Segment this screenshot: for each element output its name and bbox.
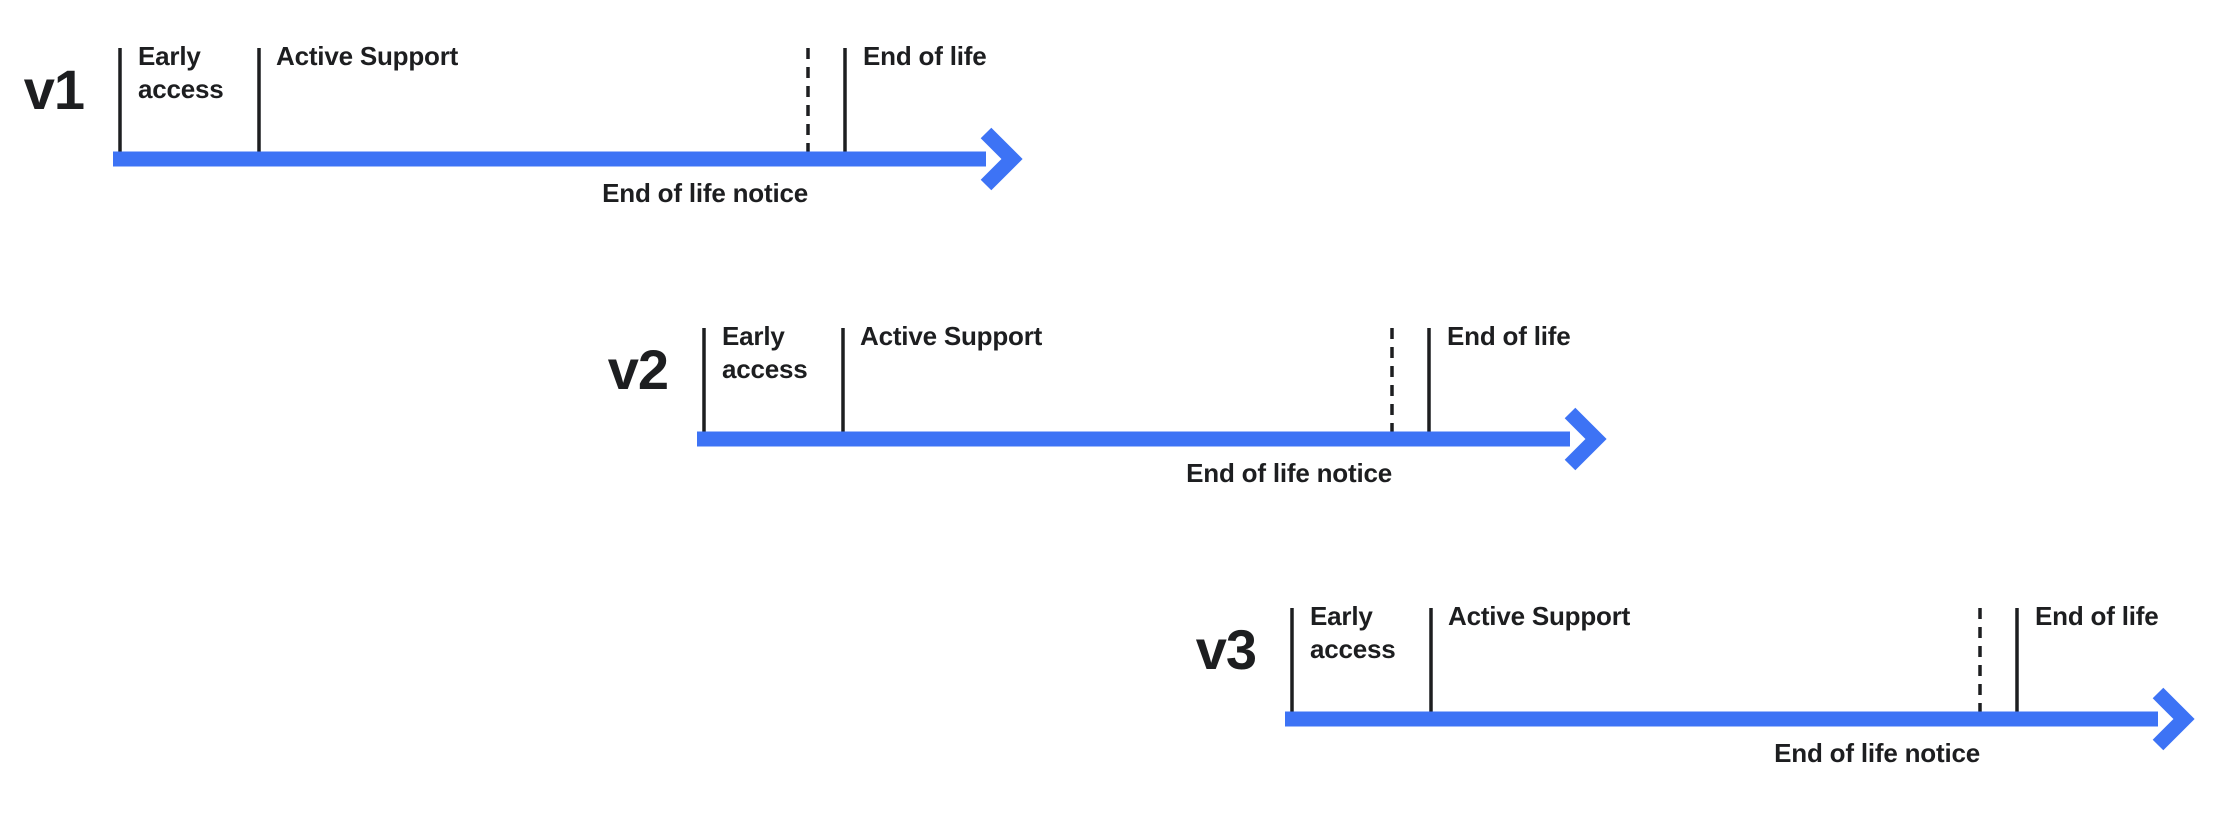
timeline-graphic-v1 <box>113 48 1023 191</box>
timeline-arrowhead-icon <box>2152 687 2195 751</box>
active-support-label: Active Support <box>860 321 1043 351</box>
timeline-arrowhead-icon <box>1564 407 1607 471</box>
early-access-label: Early access <box>138 41 224 104</box>
timeline-row-v1: v1 Early access Active Support End of li… <box>24 41 1078 278</box>
end-of-life-notice-label: End of life notice <box>1186 458 1392 488</box>
version-label-v3: v3 <box>1195 618 1257 681</box>
early-access-label: Early access <box>722 321 808 384</box>
timeline-arrowhead-icon <box>980 127 1023 191</box>
version-label-v1: v1 <box>23 58 85 121</box>
early-access-label: Early access <box>1310 601 1396 664</box>
timeline-graphic-v2 <box>697 328 1607 471</box>
end-of-life-label: End of life <box>863 41 987 71</box>
end-of-life-label: End of life <box>2035 601 2159 631</box>
lifecycle-diagram: v1 Early access Active Support End of li… <box>23 41 2195 768</box>
timeline-row-v2: v2 Early access Active Support End of li… <box>608 321 1662 558</box>
timeline-graphic-v3 <box>1285 608 2195 751</box>
active-support-label: Active Support <box>1448 601 1631 631</box>
active-support-label: Active Support <box>276 41 459 71</box>
end-of-life-notice-label: End of life notice <box>1774 738 1980 768</box>
timeline-row-v3: v3 Early access Active Support End of li… <box>1196 601 2228 838</box>
end-of-life-label: End of life <box>1447 321 1571 351</box>
version-label-v2: v2 <box>607 338 669 401</box>
end-of-life-notice-label: End of life notice <box>602 178 808 208</box>
